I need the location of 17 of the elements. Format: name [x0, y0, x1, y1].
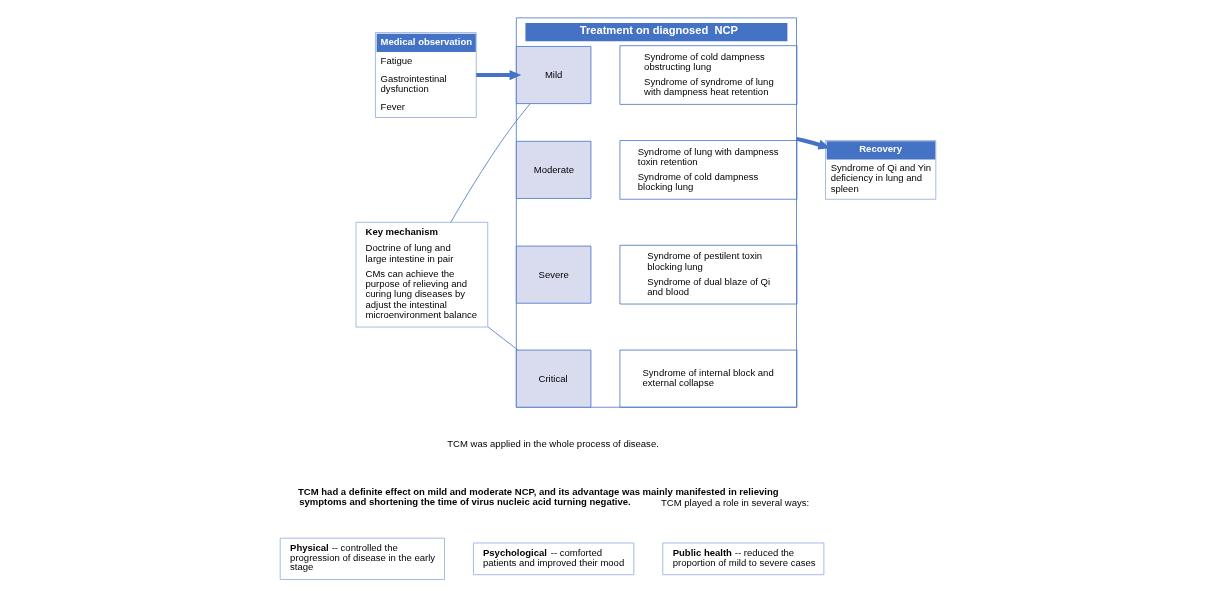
- node-box: Key mechanism Doctrine of lung and large intestine in pair CMs can achieve the purpose of relieving and curing lung diseases by adjust the intestinal microenvironment balance: [355, 221, 489, 328]
- node-box: Critical: [515, 349, 592, 408]
- node-box: Psychological -- comforted patients and improved their mood: [473, 542, 635, 576]
- arrow: [476, 69, 522, 81]
- connector: [487, 326, 519, 351]
- node-box: Syndrome of pestilent toxin blocking lung Syndrome of dual blaze of Qi and blood: [619, 244, 798, 305]
- node-box: Mild: [515, 46, 592, 104]
- node-box: Syndrome of cold dampness obstructing lung Syndrome of syndrome of lung with dampness heat retention: [619, 45, 798, 105]
- node-box: Syndrome of lung with dampness toxin retention Syndrome of cold dampness blocking lung: [619, 140, 798, 200]
- node-box: Physical -- controlled the progression of disease in the early stage: [279, 537, 445, 580]
- label: TCM was applied in the whole process of disease.: [447, 438, 659, 450]
- node-box: Severe: [515, 245, 592, 304]
- node-box: Moderate: [515, 140, 592, 199]
- node-box: Public health -- reduced the proportion of mild to severe cases: [662, 542, 825, 576]
- label: TCM had a definite effect on mild and moderate NCP, and its advantage was mainly manifested in relieving symptoms and shortening the time of virus nucleic acid turning negative. TCM played a role in several ways:: [298, 486, 810, 509]
- node-box: Syndrome of internal block and external collapse: [619, 349, 798, 408]
- connector: [450, 103, 531, 223]
